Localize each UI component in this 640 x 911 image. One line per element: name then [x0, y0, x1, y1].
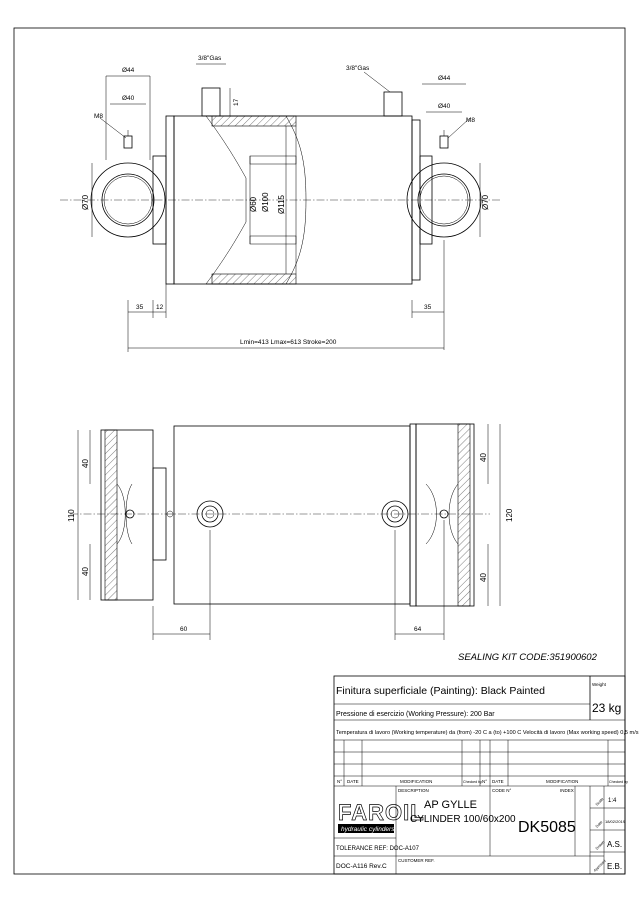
dim-gas-right: 3/8"Gas	[346, 65, 370, 72]
date-value: 18/02/2019	[605, 819, 626, 824]
dim-gas-left: 3/8"Gas	[198, 55, 222, 62]
side-right-port	[381, 500, 409, 528]
customer-ref-label: CUSTOMER REF.	[398, 858, 435, 863]
tolerance-ref: TOLERANCE REF: DOC-A107	[336, 846, 420, 852]
dim-m8-right: M8	[466, 117, 475, 124]
index-label: INDEX	[560, 788, 574, 793]
rev-header-mod-2: MODIFICATION	[546, 779, 578, 784]
weight-value: 23 kg	[592, 701, 621, 715]
side-view: 110 40 40 40 40 120 60 64	[67, 423, 514, 640]
description-line-1: AP GYLLE	[424, 799, 477, 811]
dim-dia115: Ø115	[277, 194, 286, 214]
code-value: DK5085	[518, 819, 576, 836]
dim-40-left-bottom: 40	[81, 567, 90, 576]
dim-dia100: Ø100	[261, 192, 270, 212]
faroil-logo: FAROIL	[338, 800, 425, 825]
dim-12: 12	[156, 304, 164, 311]
left-grease-nipple	[123, 135, 133, 149]
dim-35-left: 35	[136, 304, 144, 311]
right-eye-outer	[406, 162, 482, 238]
drawn-value: A.S.	[607, 840, 622, 849]
title-block: Finitura superficiale (Painting): Black …	[333, 675, 639, 875]
weight-label: Weight	[592, 682, 607, 687]
right-grease-nipple	[439, 135, 449, 149]
pressure-text: Pressione di esercizio (Working Pressure…	[336, 711, 495, 718]
rev-header-date-1: DATE	[347, 779, 359, 784]
left-oil-port	[201, 87, 221, 117]
dim-dia40-left: Ø40	[122, 95, 135, 102]
description-line-2: CYLINDER 100/60x200	[410, 814, 516, 825]
dim-dia44-left: Ø44	[122, 67, 135, 74]
side-barrel	[173, 425, 411, 605]
dim-120: 120	[505, 508, 514, 522]
approved-label: Approved	[593, 859, 607, 873]
doc-ref: DOC-A116 Rev.C	[336, 863, 387, 870]
dim-dia40-right: Ø40	[438, 103, 451, 110]
code-label: CODE N°	[492, 788, 512, 793]
scale-label: Scale	[595, 797, 605, 807]
date-label: Date	[595, 820, 604, 829]
dim-60: 60	[180, 626, 188, 633]
dim-110: 110	[67, 509, 76, 522]
dim-m8-left: M8	[94, 113, 103, 120]
approved-value: E.B.	[607, 862, 622, 871]
dim-40-right-bottom: 40	[479, 573, 488, 582]
right-oil-port	[383, 91, 403, 117]
rev-header-no-2: N°	[482, 779, 487, 784]
sheet-border	[13, 27, 626, 875]
right-grease-fitting	[439, 509, 449, 519]
top-view: Ø44 Ø40 M8 3/8"Gas 3/8"Gas Ø44 Ø40 M8 17…	[60, 55, 500, 352]
rev-header-mod-1: MODIFICATION	[400, 779, 432, 784]
barrel-wall-section-bottom	[211, 273, 297, 285]
finish-text: Finitura superficiale (Painting): Black …	[336, 685, 545, 697]
dim-40-left-top: 40	[81, 459, 90, 468]
left-eye-bore	[101, 173, 155, 227]
scale-value: 1:4	[608, 798, 617, 804]
dim-dia60: Ø60	[249, 196, 258, 212]
drawn-label: Drawn	[595, 840, 606, 851]
dim-17: 17	[233, 98, 240, 106]
rev-header-checked-2: Checked by	[609, 780, 628, 784]
description-label: DESCRIPTION	[398, 788, 429, 793]
temperature-text: Temperatura di lavoro (Working temperatu…	[336, 730, 639, 736]
barrel-wall-section-top	[211, 115, 297, 127]
dim-35-right: 35	[424, 304, 432, 311]
dim-dia44-right: Ø44	[438, 75, 451, 82]
dim-40-right-top: 40	[479, 453, 488, 462]
sealing-kit-code: SEALING KIT CODE:351900602	[458, 652, 598, 663]
dim-64: 64	[414, 626, 422, 633]
left-grease-fitting	[125, 509, 135, 519]
dim-dia70-left: Ø70	[81, 194, 90, 210]
right-eye-bore	[417, 173, 471, 227]
rev-header-checked-1: Checked by	[463, 780, 482, 784]
rev-header-no-1: N°	[337, 779, 342, 784]
side-left-port	[196, 500, 224, 528]
dim-dia70-right: Ø70	[481, 194, 490, 210]
left-eye-outer	[90, 162, 166, 238]
right-head-block	[415, 423, 475, 607]
faroil-logo-subtitle: hydraulic cylinders	[341, 826, 395, 833]
rev-header-date-2: DATE	[492, 779, 504, 784]
length-note: Lmin=413 Lmax=613 Stroke=200	[240, 339, 337, 346]
